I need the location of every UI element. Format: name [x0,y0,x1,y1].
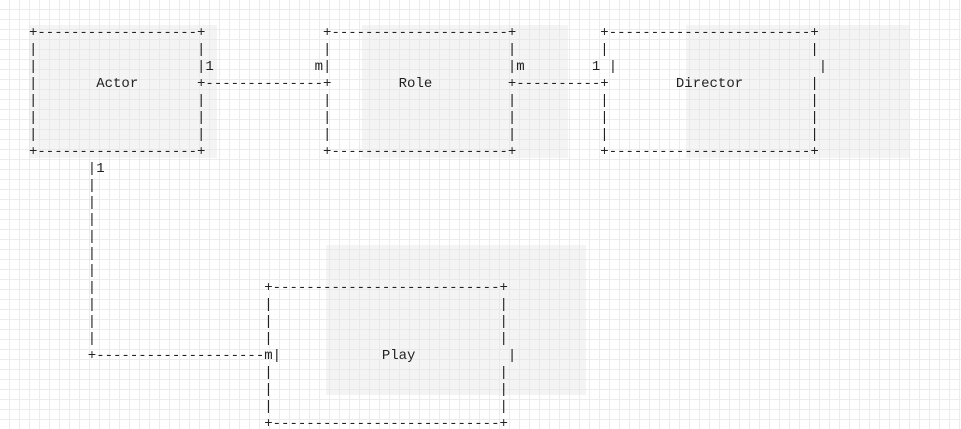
ascii-er-diagram: +-------------------+ +-----------------… [29,25,828,429]
